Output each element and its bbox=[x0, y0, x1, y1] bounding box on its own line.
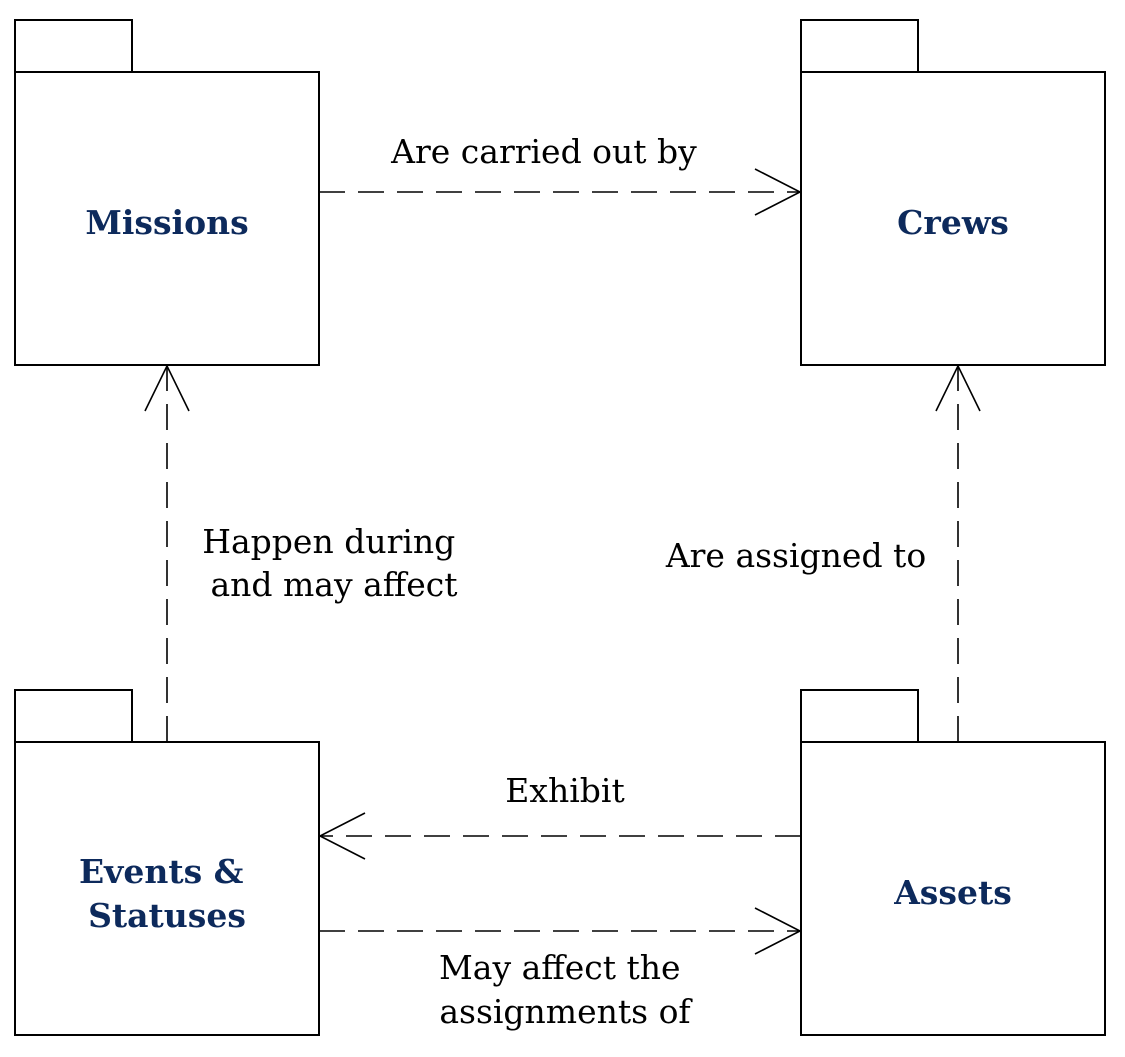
edge-assets-to-events-arrowhead bbox=[318, 812, 366, 860]
edge-assets-to-crews[interactable]: Are assigned to bbox=[665, 364, 981, 742]
package-assets-body bbox=[800, 741, 1106, 1036]
package-events-statuses-title: Events & Statuses bbox=[79, 852, 255, 935]
package-assets-title-line-1: Assets bbox=[893, 873, 1012, 912]
edge-missions-to-crews-arrowhead bbox=[754, 168, 802, 216]
edge-events-to-assets-label-line-1: May affect the bbox=[439, 948, 681, 987]
edge-events-to-assets-label: May affect the assignments of bbox=[439, 948, 693, 1031]
package-crews[interactable]: Crews bbox=[800, 19, 1106, 366]
edge-missions-to-crews[interactable]: Are carried out by bbox=[319, 132, 802, 216]
package-assets-title: Assets bbox=[893, 873, 1012, 912]
edge-events-to-missions-label-line-2: and may affect bbox=[210, 565, 457, 604]
package-events-statuses-tab bbox=[14, 689, 133, 743]
edge-assets-to-crews-arrowhead bbox=[935, 364, 981, 412]
package-assets[interactable]: Assets bbox=[800, 689, 1106, 1036]
edge-events-to-missions-label: Happen during and may affect bbox=[202, 522, 466, 604]
package-crews-title-line-1: Crews bbox=[897, 203, 1009, 242]
edge-events-to-missions[interactable]: Happen during and may affect bbox=[144, 364, 466, 742]
edge-missions-to-crews-label-line-1: Are carried out by bbox=[390, 132, 697, 171]
package-missions-title: Missions bbox=[85, 203, 248, 242]
edge-events-to-assets[interactable]: May affect the assignments of bbox=[319, 907, 802, 1031]
package-assets-tab bbox=[800, 689, 919, 743]
edge-missions-to-crews-label: Are carried out by bbox=[390, 132, 697, 171]
package-missions-title-line-1: Missions bbox=[85, 203, 248, 242]
edge-assets-to-events-label: Exhibit bbox=[505, 771, 624, 810]
package-crews-tab bbox=[800, 19, 919, 73]
edge-assets-to-events-label-line-1: Exhibit bbox=[505, 771, 624, 810]
edge-events-to-assets-arrowhead bbox=[754, 907, 802, 955]
edge-assets-to-crews-label: Are assigned to bbox=[665, 536, 926, 575]
package-crews-title: Crews bbox=[897, 203, 1009, 242]
package-missions-body bbox=[14, 71, 320, 366]
package-events-statuses-title-line-2: Statuses bbox=[88, 896, 246, 935]
package-crews-body bbox=[800, 71, 1106, 366]
package-events-statuses-title-line-1: Events & bbox=[79, 852, 244, 891]
edge-assets-to-events[interactable]: Exhibit bbox=[318, 771, 801, 860]
edge-events-to-missions-label-line-1: Happen during bbox=[202, 522, 455, 561]
package-events-statuses-body bbox=[14, 741, 320, 1036]
edge-assets-to-crews-label-line-1: Are assigned to bbox=[665, 536, 926, 575]
edge-events-to-assets-label-line-2: assignments of bbox=[439, 992, 693, 1031]
package-events-statuses[interactable]: Events & Statuses bbox=[14, 689, 320, 1036]
package-missions[interactable]: Missions bbox=[14, 19, 320, 366]
edge-events-to-missions-arrowhead bbox=[144, 364, 190, 412]
package-missions-tab bbox=[14, 19, 133, 73]
